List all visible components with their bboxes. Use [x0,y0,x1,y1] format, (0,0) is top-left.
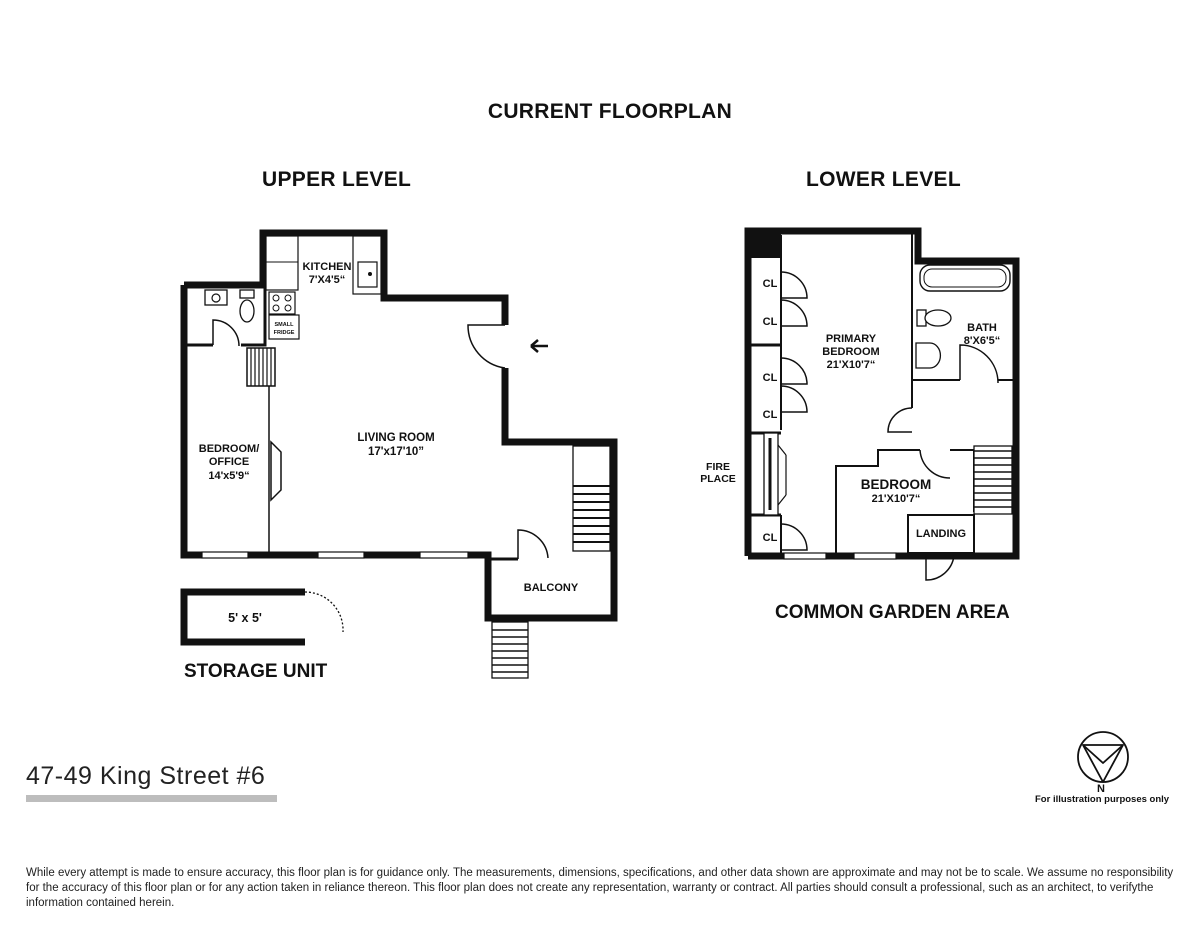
bath-dim: 8'X6'5“ [964,335,1000,347]
bedroom-dim: 21'X10'7“ [872,493,921,505]
storage-unit-label: STORAGE UNIT [184,661,328,682]
storage-wall [180,588,305,646]
lower-outer-wall-south [748,450,1020,560]
storage-dim: 5' x 5' [228,611,262,625]
landing-box [907,514,975,554]
bedroom-office-label-1: BEDROOM/ [199,443,260,455]
fireplace-label-2: PLACE [700,473,736,485]
toilet-icon [239,299,255,323]
bedroom-office-label-2: OFFICE [209,456,249,468]
stove-icon [268,291,296,315]
bath-door-swing [212,319,240,347]
lower-outer-wall [744,227,1020,556]
living-room-label: LIVING ROOM [357,432,434,444]
property-address: 47-49 King Street #6 [26,762,266,790]
closet-label-4: CL [763,409,778,421]
storage-door-swing [304,591,344,633]
window [317,551,365,559]
upper-level-floorplan: SMALL FRIDGE [180,229,618,679]
primary-bedroom-dim: 21'X10'7“ [827,359,876,371]
address-underline [26,795,277,802]
disclaimer-text: While every attempt is made to ensure ac… [26,867,1174,909]
toilet-icon [924,309,952,327]
small-fridge-label-2: FRIDGE [274,330,295,336]
closet-label-2: CL [763,316,778,328]
sink-icon [915,342,942,369]
kitchen-counter [265,235,299,291]
illustration-note: For illustration purposes only [1035,794,1170,805]
north-compass-icon [1077,731,1129,783]
closet-label-3: CL [763,372,778,384]
balcony-label: BALCONY [524,582,579,594]
upper-outer-wall [184,229,509,325]
primary-bedroom-label-1: PRIMARY [826,333,877,345]
stairs-upper-west [246,347,276,387]
page-title: CURRENT FLOORPLAN [487,100,733,123]
stairs-lower [973,445,1013,515]
landing-label: LANDING [916,528,966,540]
lower-level-heading: LOWER LEVEL [806,168,961,191]
entry-arrow-icon [530,339,548,353]
entry-door-swing [467,324,506,369]
lower-level-floorplan: CL CL CL CL CL PRIMARY BEDROOM 21'X10'7“… [700,227,1020,581]
bath-label: BATH [967,322,997,334]
window [783,552,827,560]
stairs-upper-east [572,445,611,552]
stairs-balcony [491,621,529,679]
small-fridge-label-1: SMALL [275,322,295,328]
closet-label-1: CL [763,278,778,290]
fireplace-upper [270,440,282,502]
garden-door-swing [925,555,955,581]
bedroom-wall [835,449,920,553]
bedroom-office-dim: 14'x5'9“ [208,470,249,482]
primary-bedroom-label-2: BEDROOM [822,346,879,358]
kitchen-dim: 7'X4'5“ [309,274,345,286]
compass-north-letter: N [1097,783,1105,795]
balcony-door-swing [517,529,549,559]
living-room-dim: 17'x17'10” [368,446,424,458]
window [419,551,469,559]
kitchen-sink-icon [357,261,378,288]
storage-unit-plan: 5' x 5' [180,588,344,646]
fireplace-label-1: FIRE [706,461,730,473]
upper-level-heading: UPPER LEVEL [262,168,412,191]
common-garden-label: COMMON GARDEN AREA [775,602,1010,623]
small-fridge [268,314,300,340]
kitchen-label: KITCHEN [303,261,352,273]
window [853,552,897,560]
window [201,551,249,559]
fireplace-lower [763,432,787,516]
bedroom-label: BEDROOM [861,477,932,492]
closet-label-5: CL [763,532,778,544]
bath-door-swing [959,344,999,384]
bathroom-wall [187,288,267,347]
